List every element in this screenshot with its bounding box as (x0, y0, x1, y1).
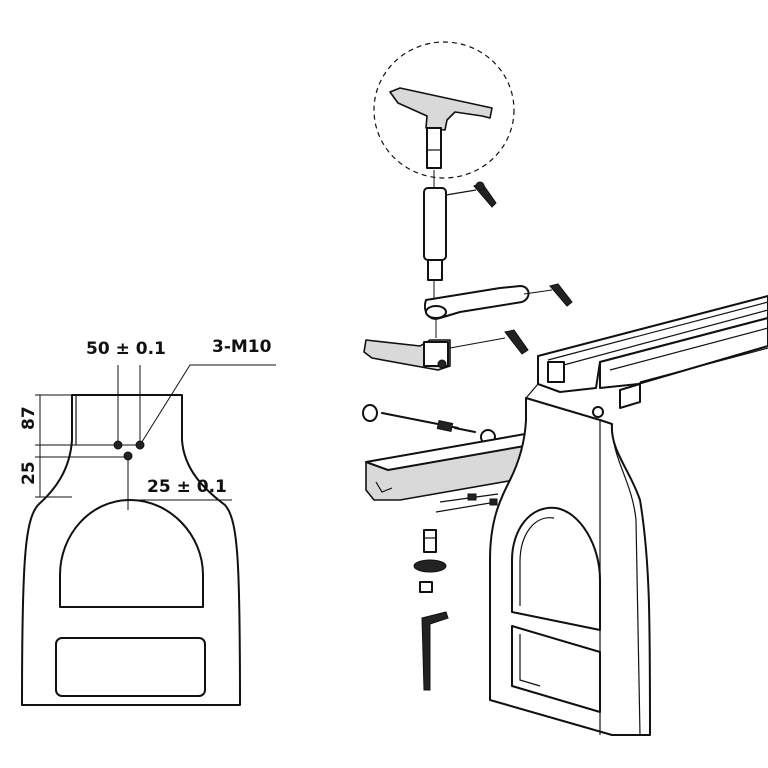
lock-handle-1 (445, 181, 497, 208)
banjo-arm (424, 283, 573, 338)
banjo-base (363, 329, 529, 371)
dim-25h-label: 25 ± 0.1 (147, 477, 227, 497)
leg-outline (21, 394, 241, 706)
hex-key (421, 611, 449, 691)
clamp-bolt (362, 404, 496, 445)
lathe-bed-and-leg (489, 295, 768, 736)
dim-25v-label: 25 (19, 461, 39, 485)
tool-rest-top (389, 87, 493, 131)
tool-rest-post-detail (426, 127, 442, 169)
leg-upper-opening (59, 499, 204, 608)
detail-callout-circle (373, 41, 515, 179)
dim-87-label: 87 (19, 406, 39, 430)
tool-rest-post (423, 170, 447, 300)
hole-right (135, 440, 145, 450)
dim-3m10-label: 3-M10 (212, 337, 272, 357)
hole-center (123, 451, 133, 461)
leg-front-view (21, 394, 241, 706)
detail-circle-tool-rest (373, 41, 515, 179)
dim-50-label: 50 ± 0.1 (86, 339, 166, 359)
dimension-lines (35, 364, 276, 510)
leveling-foot (413, 529, 447, 593)
leg-lower-opening (55, 637, 206, 697)
hole-left (113, 440, 123, 450)
